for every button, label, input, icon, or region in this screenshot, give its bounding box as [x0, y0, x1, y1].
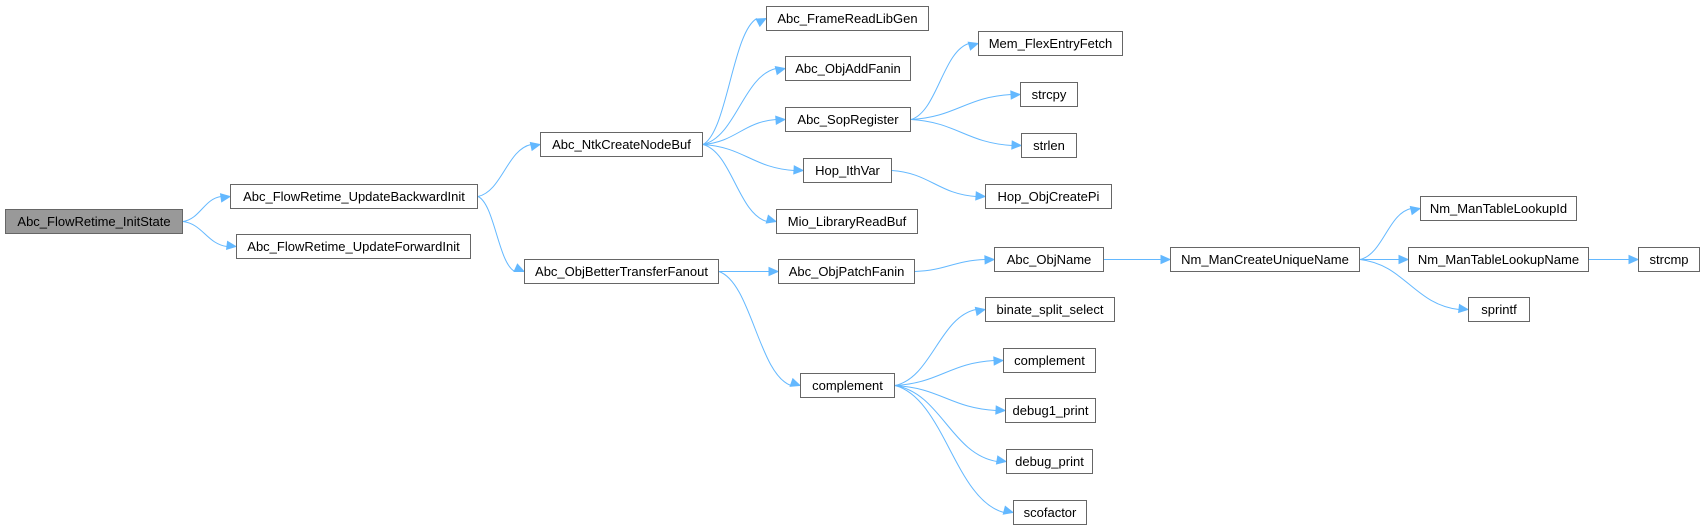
edge-ntk_create_node_buf-to-obj_add_fanin — [702, 68, 777, 145]
edge-complement_caller-to-debug_print — [894, 385, 998, 462]
node-abc-sopregister[interactable]: Abc_SopRegister — [785, 107, 911, 132]
edge-ntk_create_node_buf-to-frame_read_lib_gen — [702, 18, 758, 145]
arrowhead-nm_man_create_unique_name-to-nm_man_table_lookup_id — [1409, 205, 1422, 216]
node-strlen[interactable]: strlen — [1021, 133, 1077, 158]
arrowhead-obj_better_transfer_fanout-to-complement_caller — [789, 377, 802, 387]
arrowhead-ntk_create_node_buf-to-obj_add_fanin — [774, 65, 787, 76]
arrowhead-init_state-to-update_backward_init — [219, 193, 232, 203]
edge-complement_caller-to-complement_callee — [894, 360, 995, 386]
arrowhead-ntk_create_node_buf-to-sop_register — [775, 115, 787, 125]
node-debug-print[interactable]: debug_print — [1006, 449, 1093, 474]
node-binate-split-select[interactable]: binate_split_select — [985, 297, 1115, 322]
arrowhead-update_backward_init-to-obj_better_transfer_fanout — [513, 263, 526, 273]
arrowhead-obj_better_transfer_fanout-to-obj_patch_fanin — [768, 266, 780, 277]
node-abc-flowretime-updatebackwardinit[interactable]: Abc_FlowRetime_UpdateBackwardInit — [230, 184, 478, 209]
edge-sop_register-to-strcpy — [910, 94, 1012, 120]
node-complement-callee[interactable]: complement — [1003, 348, 1096, 373]
node-abc-flowretime-initstate: Abc_FlowRetime_InitState — [5, 209, 183, 234]
edge-ntk_create_node_buf-to-sop_register — [702, 119, 777, 145]
edge-hop_ith_var-to-hop_obj_create_pi — [891, 170, 977, 197]
arrowhead-nm_man_create_unique_name-to-sprintf — [1458, 303, 1470, 314]
arrowhead-nm_man_table_lookup_name-to-strcmp — [1628, 254, 1640, 265]
arrowhead-complement_caller-to-binate_split_select — [974, 306, 987, 317]
edge-update_backward_init-to-ntk_create_node_buf — [477, 144, 532, 197]
node-abc-framereadlibgen[interactable]: Abc_FrameReadLibGen — [766, 6, 929, 31]
edge-obj_patch_fanin-to-obj_name — [914, 259, 986, 272]
node-abc-objpatchfanin[interactable]: Abc_ObjPatchFanin — [778, 259, 915, 284]
arrowhead-sop_register-to-mem_flex_entry_fetch — [967, 41, 980, 51]
arrowhead-complement_caller-to-debug1_print — [995, 405, 1007, 415]
node-strcpy[interactable]: strcpy — [1020, 82, 1078, 107]
edge-ntk_create_node_buf-to-mio_library_read_buf — [702, 144, 768, 222]
edge-nm_man_create_unique_name-to-sprintf — [1359, 259, 1460, 310]
arrowhead-ntk_create_node_buf-to-frame_read_lib_gen — [755, 17, 768, 28]
arrowhead-ntk_create_node_buf-to-hop_ith_var — [793, 165, 805, 175]
node-complement-caller[interactable]: complement — [800, 373, 895, 398]
arrowhead-nm_man_create_unique_name-to-nm_man_table_lookup_name — [1398, 254, 1410, 265]
edge-complement_caller-to-scofactor — [894, 385, 1005, 513]
arrowhead-hop_ith_var-to-hop_obj_create_pi — [975, 191, 987, 201]
arrowhead-obj_name-to-nm_man_create_unique_name — [1160, 254, 1172, 265]
arrowhead-ntk_create_node_buf-to-mio_library_read_buf — [765, 214, 778, 224]
node-hop-objcreatepi[interactable]: Hop_ObjCreatePi — [985, 184, 1112, 209]
node-nm-mancreateuniquename[interactable]: Nm_ManCreateUniqueName — [1170, 247, 1360, 272]
node-sprintf[interactable]: sprintf — [1468, 297, 1530, 322]
node-scofactor[interactable]: scofactor — [1013, 500, 1087, 525]
node-strcmp[interactable]: strcmp — [1638, 247, 1700, 272]
edge-init_state-to-update_forward_init — [182, 221, 228, 247]
edge-sop_register-to-mem_flex_entry_fetch — [910, 43, 970, 120]
edge-init_state-to-update_backward_init — [182, 196, 222, 222]
node-mio-libraryreadbuf[interactable]: Mio_LibraryReadBuf — [776, 209, 918, 234]
arrowhead-update_backward_init-to-ntk_create_node_buf — [529, 141, 542, 152]
node-abc-objbettertransferfanout[interactable]: Abc_ObjBetterTransferFanout — [524, 259, 719, 284]
edge-sop_register-to-strlen — [910, 119, 1013, 146]
edge-complement_caller-to-debug1_print — [894, 385, 997, 411]
edge-complement_caller-to-binate_split_select — [894, 309, 977, 386]
node-nm-mantablelookupid[interactable]: Nm_ManTableLookupId — [1420, 196, 1577, 221]
arrowhead-complement_caller-to-debug_print — [995, 455, 1008, 465]
node-hop-ithvar[interactable]: Hop_IthVar — [803, 158, 892, 183]
arrowhead-sop_register-to-strcpy — [1010, 90, 1022, 100]
arrowhead-complement_caller-to-scofactor — [1002, 505, 1015, 515]
node-abc-objname[interactable]: Abc_ObjName — [994, 247, 1104, 272]
node-mem-flexentryfetch[interactable]: Mem_FlexEntryFetch — [978, 31, 1123, 56]
node-nm-mantablelookupname[interactable]: Nm_ManTableLookupName — [1408, 247, 1589, 272]
arrowhead-init_state-to-update_forward_init — [225, 240, 238, 251]
arrowhead-obj_patch_fanin-to-obj_name — [984, 255, 996, 265]
arrowhead-sop_register-to-strlen — [1011, 140, 1023, 150]
node-abc-objaddfanin[interactable]: Abc_ObjAddFanin — [785, 56, 911, 81]
edge-ntk_create_node_buf-to-hop_ith_var — [702, 144, 795, 171]
node-abc-ntkcreatenodebuf[interactable]: Abc_NtkCreateNodeBuf — [540, 132, 703, 157]
edge-obj_better_transfer_fanout-to-complement_caller — [718, 271, 792, 386]
node-abc-flowretime-updateforwardinit[interactable]: Abc_FlowRetime_UpdateForwardInit — [236, 234, 471, 259]
edge-update_backward_init-to-obj_better_transfer_fanout — [477, 196, 516, 272]
node-debug1-print[interactable]: debug1_print — [1005, 398, 1096, 423]
edge-nm_man_create_unique_name-to-nm_man_table_lookup_id — [1359, 208, 1412, 260]
arrowhead-complement_caller-to-complement_callee — [993, 356, 1005, 366]
